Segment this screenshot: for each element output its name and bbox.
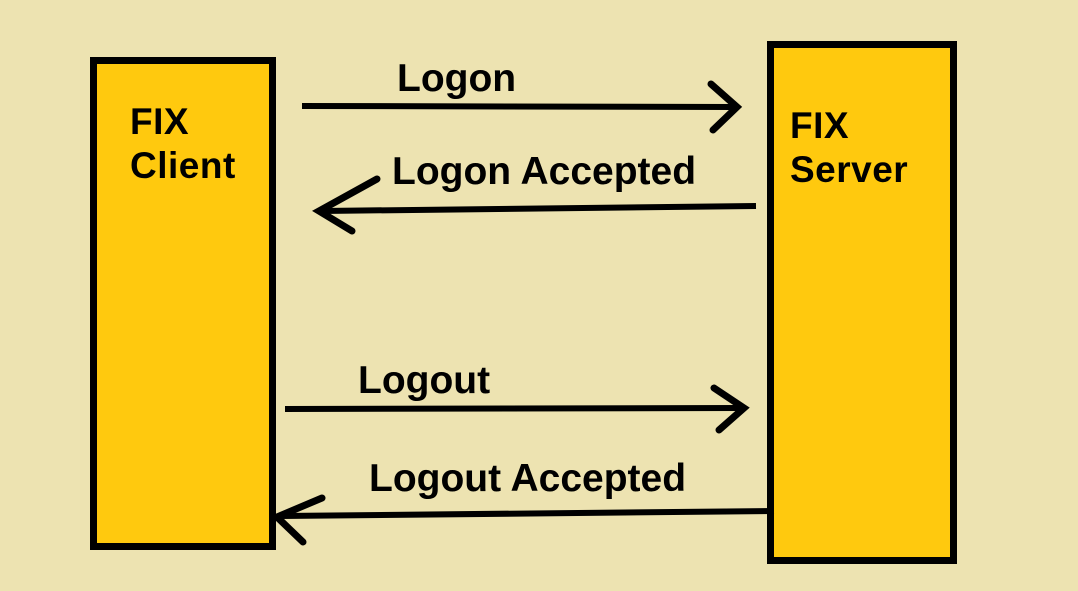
logout-accepted-arrowhead-left-icon (270, 494, 326, 546)
actor-fix-client-label-line1: FIX (130, 101, 190, 142)
logon-arrowhead-right-icon (707, 80, 743, 134)
actor-fix-server-label-line2: Server (790, 148, 909, 190)
logon-accepted-arrow-line (321, 203, 757, 214)
actor-fix-server-label: FIX Server (790, 104, 950, 191)
logon-arrow-line (301, 103, 734, 110)
logout-accepted-arrow-line (280, 508, 775, 519)
logout-arrowhead-right-icon (710, 384, 750, 434)
actor-fix-client: FIX Client (90, 57, 276, 550)
logout-arrow (284, 384, 750, 434)
actor-fix-server: FIX Server (767, 41, 957, 564)
actor-fix-client-label-line2: Client (130, 144, 236, 186)
actor-fix-server-label-line1: FIX (790, 105, 850, 146)
message-label-logout: Logout (358, 359, 491, 402)
actor-fix-client-label: FIX Client (130, 100, 269, 187)
logout-arrow-line (284, 405, 741, 412)
message-label-logout-accepted: Logout Accepted (369, 457, 687, 500)
logout-accepted-arrow (270, 494, 775, 546)
message-label-logon: Logon (397, 57, 517, 100)
message-label-logon-accepted: Logon Accepted (392, 150, 697, 193)
logon-arrow (301, 80, 743, 134)
logon-accepted-arrowhead-left-icon (312, 175, 381, 235)
